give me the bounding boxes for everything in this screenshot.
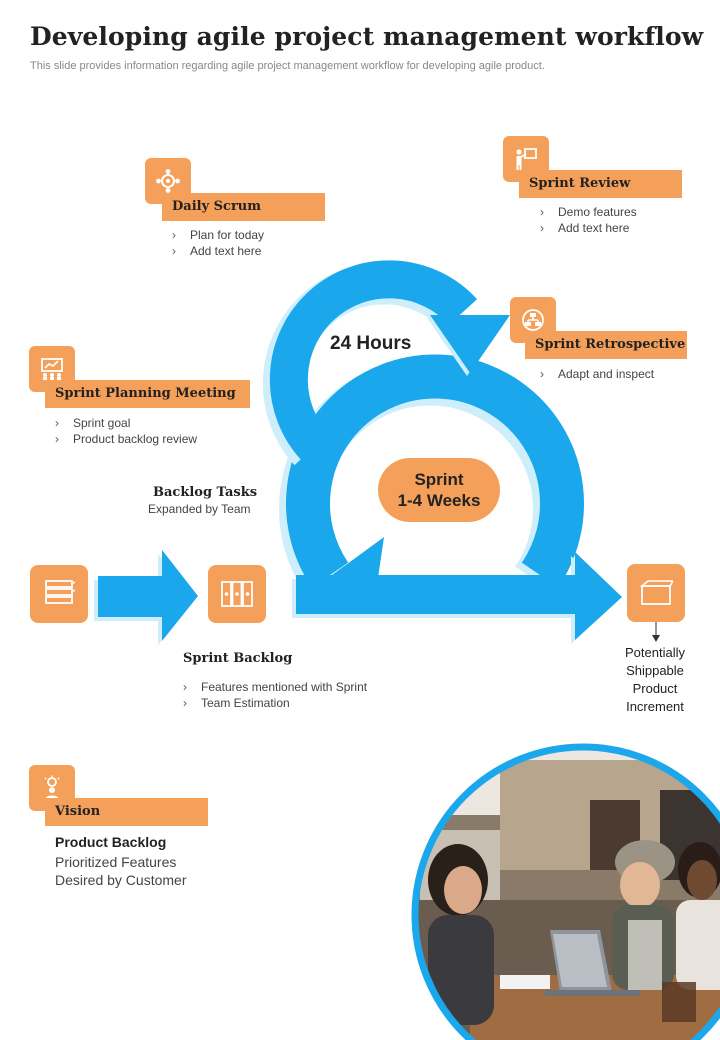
list-item: Product backlog review: [55, 431, 197, 447]
backlog-tasks-subtitle: Expanded by Team: [148, 502, 251, 516]
folders-icon: [208, 565, 266, 623]
increment-line: Shippable: [626, 663, 684, 678]
daily-scrum-bullets: Plan for today Add text here: [172, 227, 264, 259]
sprint-label: Sprint: [414, 470, 464, 489]
photo-frame: [411, 743, 720, 1040]
team-photo: [413, 745, 720, 1040]
sprint-backlog-title: Sprint Backlog: [183, 651, 293, 666]
list-item: Demo features: [540, 204, 637, 220]
list-item: Features mentioned with Sprint: [183, 679, 367, 695]
cycle-hours-label: 24 Hours: [330, 333, 412, 354]
list-item: Add text here: [172, 243, 264, 259]
daily-loop-arrow: [262, 260, 510, 466]
product-backlog-line: Prioritized Features: [55, 854, 177, 870]
sprint-retrospective-bullets: Adapt and inspect: [540, 366, 654, 382]
increment-label: Potentially Shippable Product Increment: [612, 644, 698, 716]
sprint-duration-pill: Sprint 1-4 Weeks: [378, 458, 500, 522]
main-flow-arrow: [292, 552, 622, 644]
page-title: Developing agile project management work…: [30, 22, 704, 51]
increment-line: Product: [632, 681, 678, 696]
sprint-review-bullets: Demo features Add text here: [540, 204, 637, 236]
backlog-flow-arrow: [94, 550, 198, 645]
increment-line: Potentially: [625, 645, 685, 660]
list-item: Add text here: [540, 220, 637, 236]
sprint-planning-bullets: Sprint goal Product backlog review: [55, 415, 197, 447]
increment-pointer-arrow: [652, 622, 660, 642]
sprint-duration: 1-4 Weeks: [397, 491, 481, 510]
list-item: Plan for today: [172, 227, 264, 243]
increment-line: Increment: [626, 699, 684, 714]
daily-scrum-label: Daily Scrum: [162, 193, 325, 221]
stacked-layers-icon: [30, 565, 88, 623]
sprint-backlog-bullets: Features mentioned with Sprint Team Esti…: [183, 679, 367, 711]
list-item: Sprint goal: [55, 415, 197, 431]
sprint-review-label: Sprint Review: [519, 170, 682, 198]
vision-label: Vision: [45, 798, 208, 826]
list-item: Adapt and inspect: [540, 366, 654, 382]
backlog-tasks-title: Backlog Tasks: [153, 485, 258, 500]
page-subtitle: This slide provides information regardin…: [30, 60, 545, 72]
product-backlog-title: Product Backlog: [55, 834, 167, 850]
product-backlog-line: Desired by Customer: [55, 872, 187, 888]
sprint-planning-label: Sprint Planning Meeting: [45, 380, 250, 408]
list-item: Team Estimation: [183, 695, 367, 711]
box-icon: [627, 564, 685, 622]
sprint-retrospective-label: Sprint Retrospective: [525, 331, 687, 359]
